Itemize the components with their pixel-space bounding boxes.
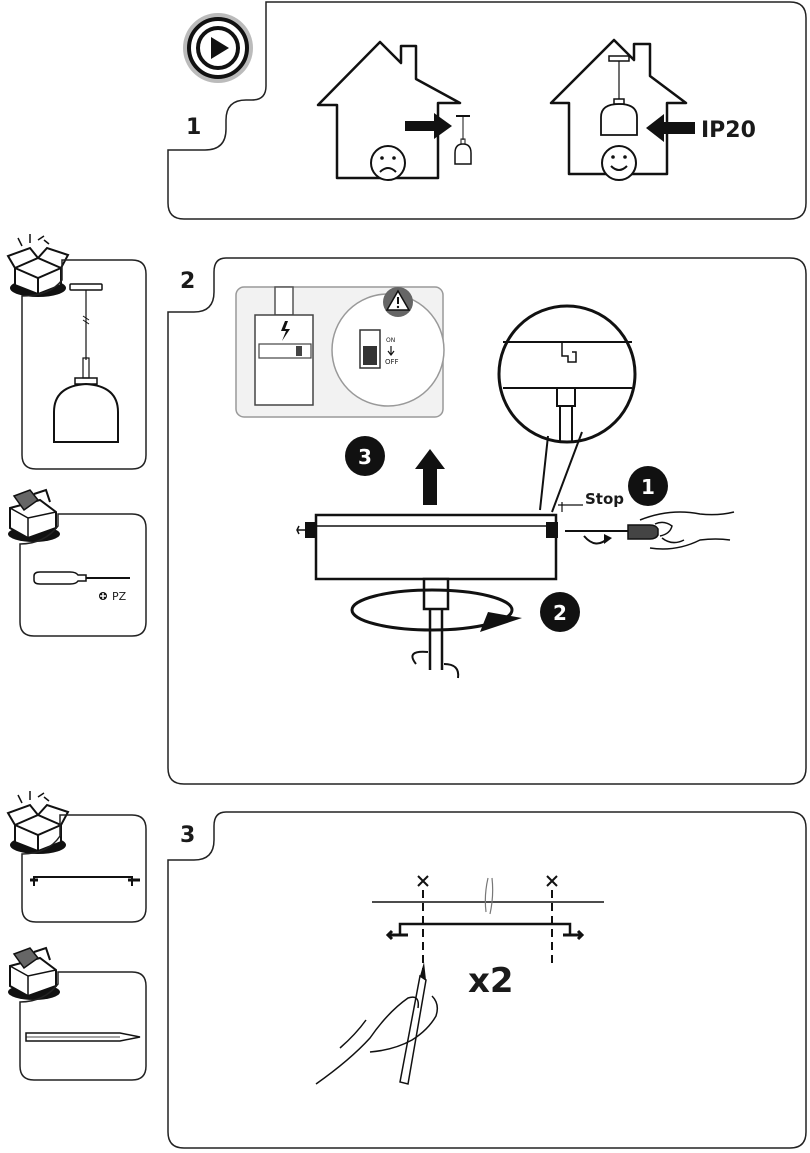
toolbox-icon: [8, 488, 60, 542]
warning-icon: [383, 287, 413, 317]
step1-number: 1: [186, 115, 201, 140]
pendant-lamp-icon: [53, 283, 119, 443]
switch-on-label: ON: [386, 337, 395, 344]
pencil-icon: [25, 1032, 141, 1042]
screwdriver-icon: [33, 571, 130, 600]
up-arrow-icon: [415, 449, 445, 505]
step2-number: 2: [180, 269, 195, 294]
house-sad-icon: [316, 40, 472, 181]
svg-text:2: 2: [553, 601, 567, 625]
substep-3-badge: 3: [345, 436, 385, 476]
toolbox-icon: [8, 946, 60, 1000]
substep-1-badge: 1: [628, 466, 668, 506]
step3-number: 3: [180, 823, 195, 848]
box-contents-icon: [6, 791, 70, 854]
play-icon: [183, 13, 253, 83]
substep-2-badge: 2: [540, 592, 580, 632]
ip-rating-label: IP20: [701, 118, 756, 143]
svg-text:1: 1: [641, 475, 655, 499]
lightning-icon: [281, 321, 290, 341]
stop-label: Stop: [585, 490, 624, 508]
switch-off-label: OFF: [385, 358, 399, 366]
ceiling-canopy: [296, 513, 558, 679]
detail-magnifier: [497, 304, 637, 513]
hand-pencil-icon: [315, 962, 439, 1085]
step2-panel: 2 ON OFF: [167, 257, 807, 785]
house-happy-icon: IP20: [549, 38, 756, 181]
hand-screwdriver-icon: [565, 511, 735, 550]
power-off-inset: ON OFF: [235, 286, 445, 418]
box-contents-icon: [6, 234, 70, 297]
screwdriver-type-label: PZ: [112, 590, 127, 603]
svg-text:3: 3: [358, 445, 372, 469]
rotate-arrow-icon: [350, 588, 522, 632]
step1-panel: 1: [167, 1, 807, 220]
quantity-label: x2: [468, 961, 514, 1001]
step3-panel: 3 x2: [167, 811, 807, 1149]
sidebar-step3: [6, 791, 147, 1081]
bracket-icon: [30, 876, 140, 886]
sidebar-step2: PZ: [6, 234, 147, 637]
